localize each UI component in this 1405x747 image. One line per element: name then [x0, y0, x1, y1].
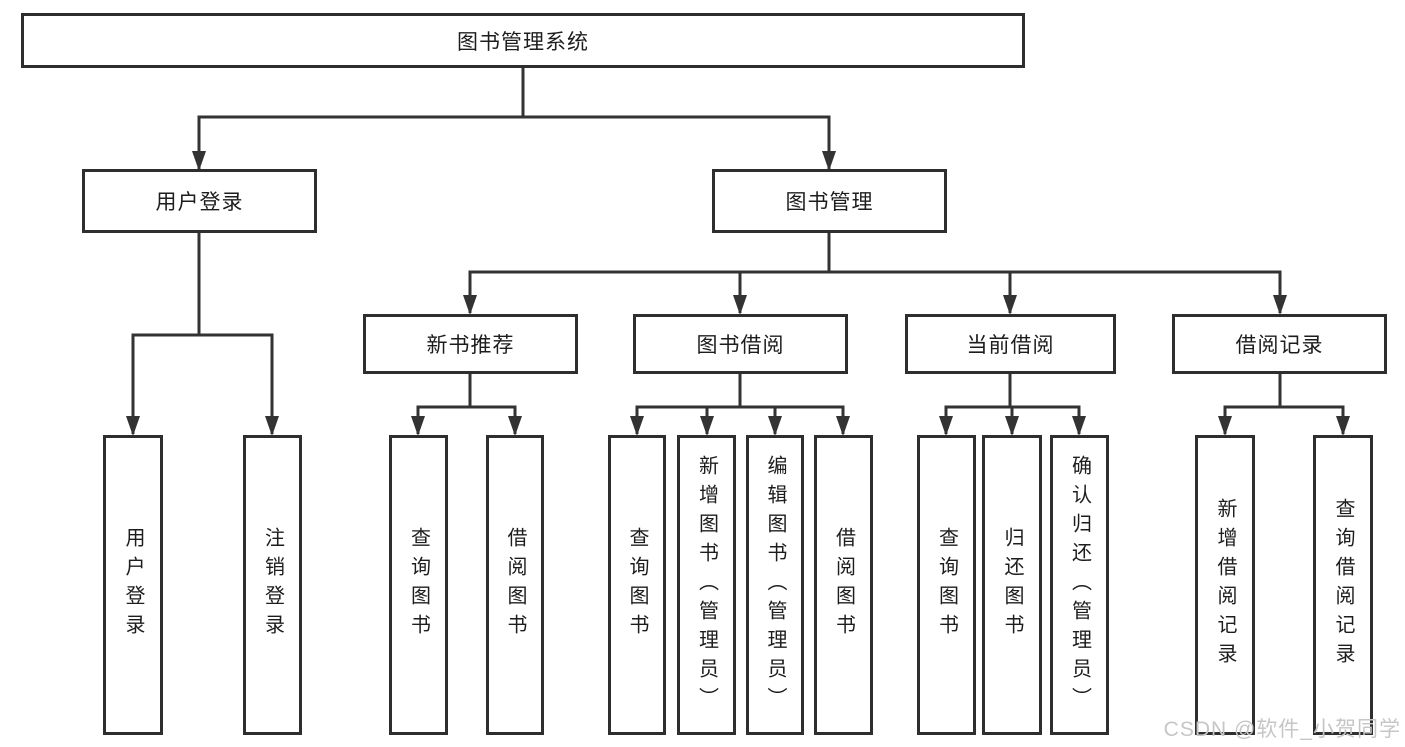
node-book-borrow: 图书借阅: [633, 314, 848, 374]
node-book-management-label: 图书管理: [785, 191, 874, 214]
leaf-query-books-current: 查询图书: [917, 435, 976, 735]
node-root: 图书管理系统: [21, 13, 1025, 68]
node-root-label: 图书管理系统: [457, 30, 589, 54]
node-book-borrow-label: 图书借阅: [696, 334, 785, 357]
leaf-return-book-label: 归还图书: [1001, 527, 1023, 643]
leaf-add-borrow-record-label: 新增借阅记录: [1214, 498, 1236, 672]
leaf-add-book-admin-label: 新增图书（管理员）: [695, 454, 718, 716]
leaf-query-books-recommend: 查询图书: [389, 435, 448, 735]
node-user-login-label: 用户登录: [155, 191, 244, 214]
csdn-watermark: CSDN @软件_小贺同学: [1163, 718, 1401, 741]
leaf-user-login: 用户登录: [103, 435, 163, 735]
leaf-edit-book-admin-label: 编辑图书（管理员）: [764, 454, 786, 716]
node-current-borrow: 当前借阅: [905, 314, 1116, 374]
leaf-query-books-current-label: 查询图书: [935, 527, 958, 643]
leaf-borrow-books-recommend-label: 借阅图书: [504, 527, 526, 643]
leaf-user-login-label: 用户登录: [122, 527, 144, 643]
leaf-borrow-books: 借阅图书: [814, 435, 873, 735]
leaf-borrow-books-label: 借阅图书: [832, 527, 855, 643]
leaf-edit-book-admin: 编辑图书（管理员）: [746, 435, 804, 735]
leaf-confirm-return-admin-label: 确认归还（管理员）: [1068, 454, 1091, 716]
leaf-query-borrow-record-label: 查询借阅记录: [1332, 498, 1354, 672]
leaf-add-book-admin: 新增图书（管理员）: [677, 435, 736, 735]
leaf-query-books-borrow-label: 查询图书: [626, 527, 648, 643]
connector-arrows: [126, 117, 1350, 436]
leaf-logout-label: 注销登录: [261, 527, 284, 643]
leaf-query-borrow-record: 查询借阅记录: [1313, 435, 1373, 735]
leaf-logout: 注销登录: [243, 435, 302, 735]
node-new-book-recommend-label: 新书推荐: [426, 334, 515, 357]
leaf-query-books-recommend-label: 查询图书: [407, 527, 430, 643]
leaf-borrow-books-recommend: 借阅图书: [486, 435, 544, 735]
leaf-return-book: 归还图书: [982, 435, 1042, 735]
node-borrow-records-label: 借阅记录: [1235, 334, 1324, 357]
node-book-management: 图书管理: [712, 169, 947, 233]
node-borrow-records: 借阅记录: [1172, 314, 1387, 374]
leaf-confirm-return-admin: 确认归还（管理员）: [1050, 435, 1109, 735]
leaf-query-books-borrow: 查询图书: [608, 435, 666, 735]
node-user-login: 用户登录: [82, 169, 317, 233]
leaf-add-borrow-record: 新增借阅记录: [1195, 435, 1255, 735]
node-current-borrow-label: 当前借阅: [966, 334, 1055, 357]
node-new-book-recommend: 新书推荐: [363, 314, 578, 374]
